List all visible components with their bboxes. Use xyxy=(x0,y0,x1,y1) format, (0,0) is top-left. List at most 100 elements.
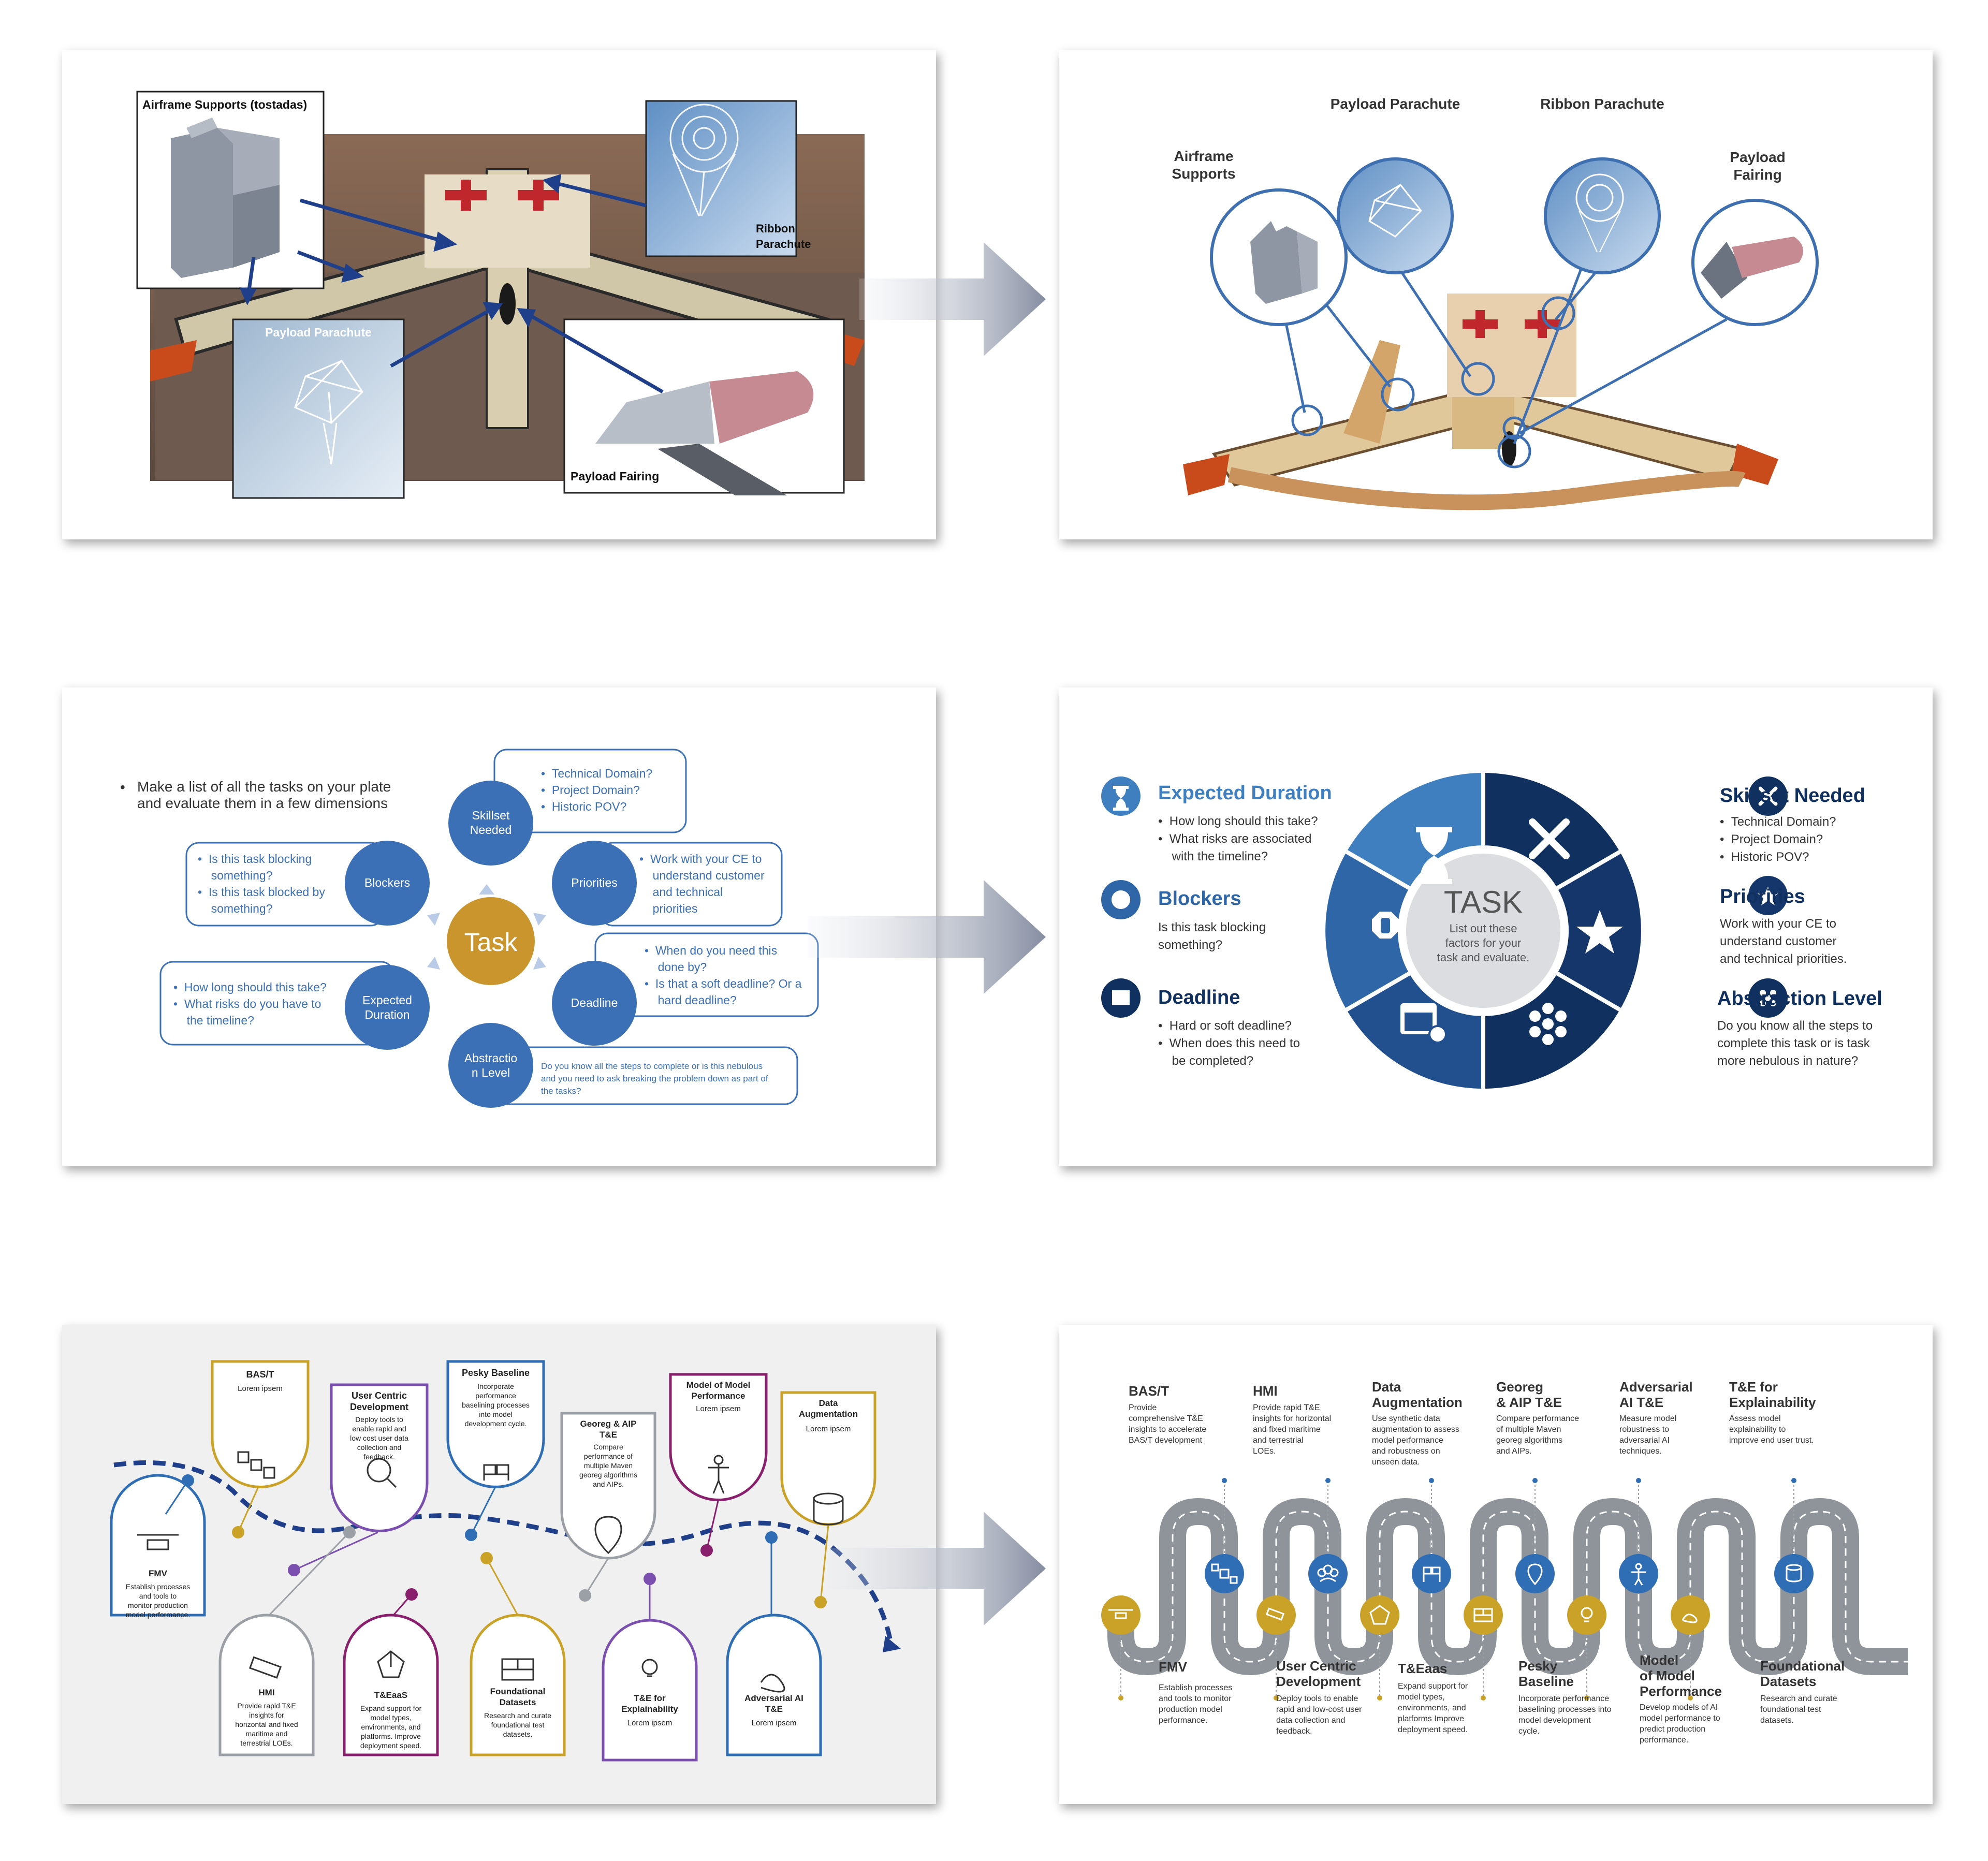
hourglass-icon xyxy=(1416,827,1452,884)
task-wheel-diagram xyxy=(1101,773,1788,1089)
skillset-items: • Technical Domain? • Project Domain? • … xyxy=(1720,815,1836,864)
scorpion-icon xyxy=(1682,1614,1698,1623)
security-camera-icon xyxy=(248,1656,282,1679)
payload-parachute-circle xyxy=(1337,157,1454,274)
task-circle xyxy=(447,897,535,985)
roadmap-final-diagram xyxy=(1101,1478,1908,1701)
expected-title: Expected Duration xyxy=(1158,782,1332,804)
priorities-label: Priorities xyxy=(571,876,618,889)
user-search-icon xyxy=(367,1458,397,1488)
skillset-items: • Technical Domain? • Project Domain? • … xyxy=(541,767,653,813)
intro-line-1: Make a list of all the tasks on your pla… xyxy=(137,779,391,795)
payload-fairing-image xyxy=(595,371,814,495)
blockers-title: Blockers xyxy=(1158,888,1241,910)
abstraction-text: Do you know all the steps to complete or… xyxy=(541,1061,768,1096)
road-center-line xyxy=(1120,1511,1908,1663)
deadline-items: • When do you need this done by? • Is th… xyxy=(645,944,802,1007)
network-icon xyxy=(1529,1003,1567,1045)
deadline-title: Deadline xyxy=(1158,987,1240,1008)
pin-leader-dots-bottom xyxy=(1118,1695,1693,1701)
deadline-circle xyxy=(552,961,637,1046)
airframe-circles-diagram xyxy=(1183,157,1819,510)
tools-icon xyxy=(1529,818,1570,859)
spider-chart-icon xyxy=(1369,1605,1390,1625)
lightbulb-icon xyxy=(1581,1607,1593,1622)
airframe-model xyxy=(1183,294,1778,510)
flags-icon xyxy=(483,1464,509,1481)
dimension-circles xyxy=(345,781,637,1108)
drone-icon xyxy=(1108,1609,1133,1619)
slide-airframe-photo: Airframe Supports (tostadas) Ribbon Para… xyxy=(62,50,936,539)
satellite-icon xyxy=(1211,1563,1238,1584)
pin-leader-dots xyxy=(1222,1478,1796,1483)
side-icons xyxy=(1101,776,1788,1018)
roadmap-path xyxy=(113,1460,893,1642)
target-circles xyxy=(1291,296,1575,468)
road-pin-icons xyxy=(1108,1563,1802,1625)
priorities-items: • Work with your CE to understand custom… xyxy=(639,852,765,915)
priorities-title: Priorities xyxy=(1720,886,1805,907)
expected-items: • How long should this take? • What risk… xyxy=(1158,814,1318,863)
ribbon-parachute-circle xyxy=(1544,157,1661,274)
star-icon xyxy=(1576,910,1623,954)
priorities-circle xyxy=(552,841,637,926)
skillset-circle xyxy=(448,781,533,866)
intro-line-2: and evaluate them in a few dimensions xyxy=(137,795,388,811)
task-dimension-diagram: • xyxy=(120,749,819,1108)
human-figure-icon xyxy=(1631,1563,1646,1586)
brick-wall-icon xyxy=(501,1658,534,1681)
calendar-icon xyxy=(1400,1003,1447,1044)
security-camera-icon xyxy=(1265,1607,1285,1621)
roadmap-leaders xyxy=(165,1480,829,1620)
lightbulb-icon xyxy=(641,1659,658,1677)
payload-parachute-callout xyxy=(232,318,405,499)
database-icon xyxy=(1786,1564,1802,1582)
ribbon-parachute-image xyxy=(669,104,739,216)
tostada-bracket-image xyxy=(171,118,280,278)
location-pin-icon xyxy=(1527,1563,1543,1586)
ribbon-parachute-label: Ribbon Parachute xyxy=(756,222,811,251)
airframe-supports-title: Airframe Supports xyxy=(1172,148,1236,182)
abstraction-circle xyxy=(448,1023,533,1108)
payload-fairing-title: Payload Fairing xyxy=(1730,149,1786,183)
road-pins xyxy=(1101,1554,1814,1635)
payload-parachute-image xyxy=(294,360,363,465)
airframe-supports-circle xyxy=(1210,188,1348,326)
wheel-seg-abstraction xyxy=(1483,973,1620,1089)
blockers-items: • Is this task blocking something? • Is … xyxy=(198,852,325,915)
ribbon-parachute-title: Ribbon Parachute xyxy=(1540,96,1664,112)
roadmap-card-icons xyxy=(137,1451,844,1693)
satellite-icon xyxy=(237,1451,275,1479)
task-wheel xyxy=(1325,773,1641,1089)
brick-wall-icon xyxy=(1473,1608,1493,1622)
roadmap-cards xyxy=(110,1360,876,1762)
airframe-supports-label: Airframe Supports (tostadas) xyxy=(142,98,308,111)
flags-icon xyxy=(1423,1566,1441,1582)
drone-icon xyxy=(137,1534,179,1550)
